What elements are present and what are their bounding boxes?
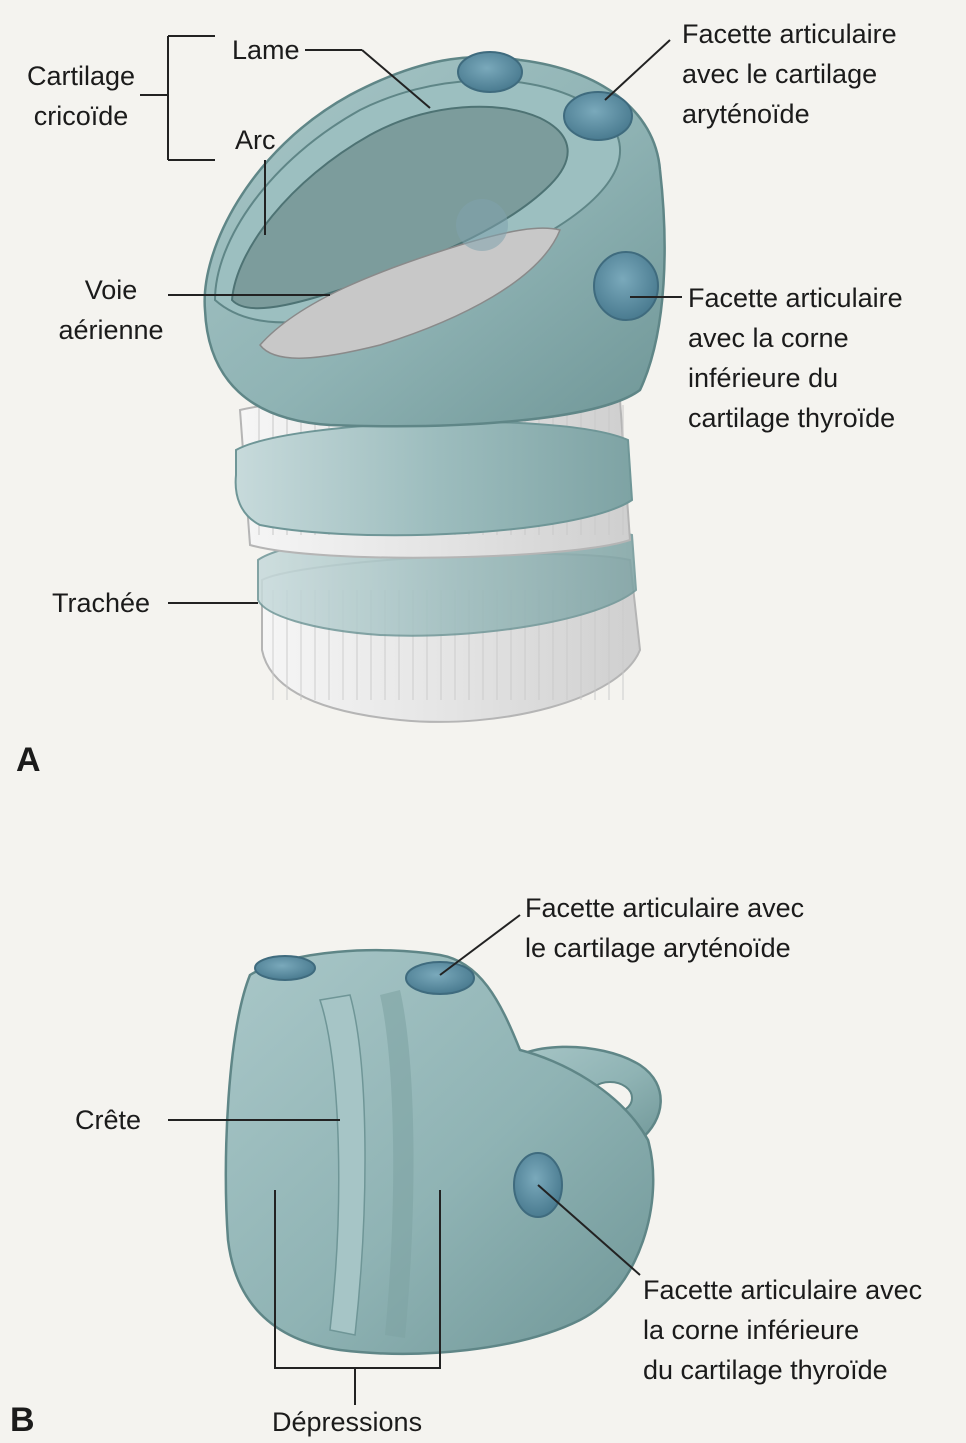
thyroid-facet-a — [594, 252, 658, 320]
trachea-cartilage-ring-1 — [236, 422, 632, 535]
panel-label-b: B — [10, 1400, 35, 1440]
arytenoid-facet-left-a — [458, 52, 522, 92]
label-depressions: Dépressions — [272, 1402, 422, 1442]
label-crete: Crête — [75, 1100, 141, 1140]
figure-a-trachea — [236, 393, 640, 722]
label-facette-arytenoide-a: Facette articulaire avec le cartilage ar… — [682, 14, 897, 134]
label-lame: Lame — [232, 30, 300, 70]
label-facette-thyroide-a: Facette articulaire avec la corne inféri… — [688, 278, 903, 438]
label-facette-thyroide-b: Facette articulaire avec la corne inféri… — [643, 1270, 922, 1390]
figure-a-cricoid — [205, 52, 665, 426]
label-voie-aerienne: Voie aérienne — [55, 270, 167, 350]
arytenoid-facet-right-a — [564, 92, 632, 140]
label-trachee: Trachée — [52, 583, 150, 623]
label-cartilage-cricoide: Cartilage cricoïde — [22, 56, 140, 136]
label-facette-arytenoide-b: Facette articulaire avec le cartilage ar… — [525, 888, 804, 968]
arytenoid-facet-left-b — [255, 956, 315, 980]
arytenoid-facet-right-b — [406, 962, 474, 994]
posterior-facet-hint — [456, 199, 508, 251]
label-arc: Arc — [235, 120, 276, 160]
figure-b-cricoid — [226, 950, 661, 1354]
panel-label-a: A — [16, 740, 41, 780]
